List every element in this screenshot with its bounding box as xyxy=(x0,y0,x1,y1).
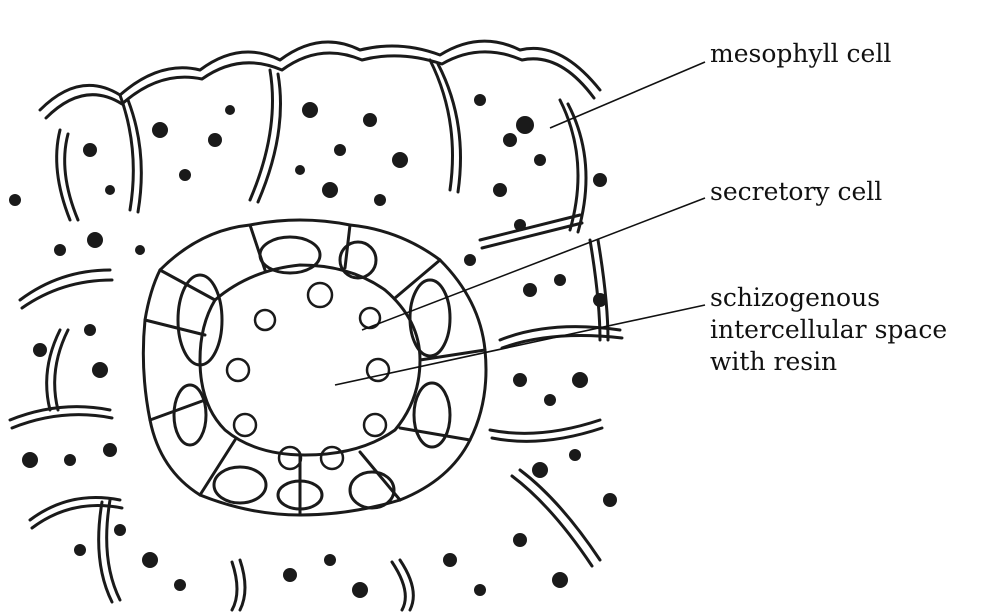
leader-secretory xyxy=(362,198,705,330)
label-mesophyll-cell: mesophyll cell xyxy=(710,38,891,70)
label-schizogenous-line-3: with resin xyxy=(710,346,947,378)
label-secretory-cell: secretory cell xyxy=(710,176,882,208)
label-schizogenous-line-1: schizogenous xyxy=(710,282,947,314)
label-schizogenous-space: schizogenous intercellular space with re… xyxy=(710,282,947,378)
secretory-cells xyxy=(227,283,389,469)
leader-mesophyll xyxy=(550,62,705,128)
label-schizogenous-line-2: intercellular space xyxy=(710,314,947,346)
epithelial-cells xyxy=(143,220,486,515)
